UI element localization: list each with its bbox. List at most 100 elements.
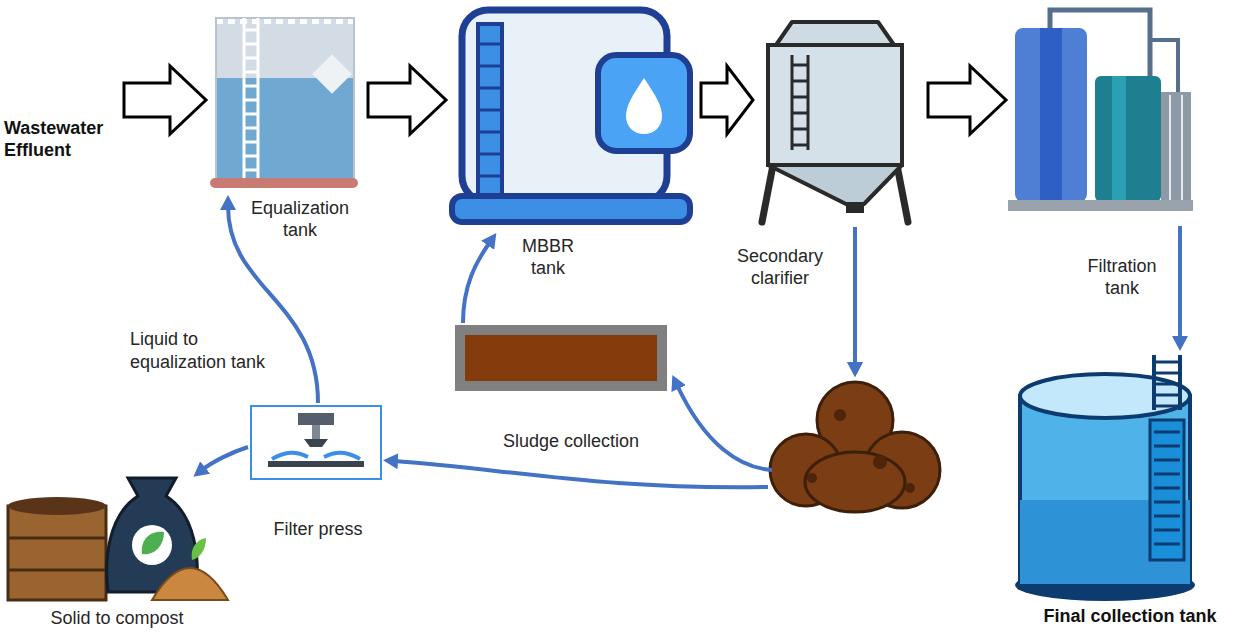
connector-line — [202, 447, 248, 470]
equalization-tank-icon — [216, 78, 354, 180]
compost-icon — [8, 569, 106, 572]
sludge-flow-arrow — [463, 242, 490, 323]
column-stripes — [480, 87, 500, 90]
node-label: Sludge collection — [471, 431, 671, 453]
node-label: Filter press — [258, 519, 378, 541]
filtration-tank-icon — [1181, 95, 1183, 200]
node-label: Wastewater Effluent — [4, 118, 116, 161]
final-collection-tank-icon — [1015, 355, 1195, 601]
final-collection-tank-node: Final collection tank — [1015, 352, 1245, 604]
ladder-rungs — [1154, 529, 1180, 532]
column-stripes — [480, 175, 500, 178]
ladder-rungs — [1154, 361, 1180, 364]
ladder-rungs — [792, 80, 808, 83]
column-stripes — [480, 109, 500, 112]
mbbr-tank-icon — [452, 10, 690, 222]
equalization-tank-icon — [243, 18, 246, 178]
ladder-rungs — [244, 99, 258, 102]
flow-arrow — [124, 66, 206, 134]
secondary-clarifier-icon — [791, 55, 794, 150]
equalization-tank-node: Equalization tank — [208, 12, 360, 190]
sludge-flow-arrow — [202, 447, 248, 470]
final-collection-tank-icon — [1020, 396, 1190, 584]
ladder-rungs — [792, 65, 808, 145]
ladder-rungs — [244, 169, 258, 172]
node-label: Equalization tank — [240, 198, 360, 241]
equalization-tank-icon — [210, 18, 358, 188]
sludge-flow-arrow — [394, 227, 855, 487]
flow-arrow — [928, 66, 1006, 134]
ladder-rungs — [1154, 362, 1180, 544]
filter-press-symbol — [298, 413, 334, 425]
secondary-clarifier-icon — [762, 22, 908, 222]
node-label: Solid to compost — [32, 608, 202, 630]
ladder-rungs — [1154, 459, 1180, 462]
compost-icon — [152, 568, 228, 600]
filtration-tank-icon — [1112, 76, 1126, 202]
column-stripes — [480, 131, 500, 134]
secondary-clarifier-icon — [807, 55, 810, 150]
ladder-rungs — [244, 43, 258, 46]
ladder-rungs — [1154, 487, 1180, 490]
compost-icon — [8, 478, 228, 600]
ladder-rungs — [244, 127, 258, 130]
sludge-collection-box: Sludge collection — [455, 325, 667, 391]
ladder-rungs — [244, 30, 258, 170]
ladder-rungs — [244, 85, 258, 88]
ladder-rungs — [792, 112, 808, 115]
flow-arrow — [368, 66, 446, 134]
mbbr-tank-node: MBBR tank — [448, 4, 693, 230]
connector-line — [463, 242, 490, 323]
sludge-pile-icon — [905, 483, 915, 493]
compost-icon — [8, 497, 106, 515]
compost-icon — [192, 538, 206, 560]
ladder-rungs — [1154, 473, 1180, 476]
ladder-rungs — [792, 64, 808, 67]
ladder-rungs — [1154, 383, 1180, 386]
filter-press-symbol — [252, 407, 380, 478]
mbbr-tank-icon — [478, 24, 502, 198]
mbbr-tank-icon — [462, 10, 667, 202]
secondary-clarifier-icon — [776, 22, 894, 45]
sludge-pile-icon — [873, 455, 887, 469]
connector-line — [853, 227, 857, 366]
filtration-tank-node: Filtration tank — [1008, 4, 1193, 220]
connector-line — [1178, 226, 1182, 340]
ladder-rungs — [244, 57, 258, 60]
node-label: Final collection tank — [1015, 606, 1245, 628]
filter-press-box: Filter press — [250, 405, 382, 480]
sludge-flow-arrow — [677, 227, 855, 470]
ladder-rungs — [244, 113, 258, 116]
column-stripes — [480, 153, 500, 156]
node-label: Filtration tank — [1082, 256, 1162, 299]
equalization-tank-icon — [257, 18, 260, 178]
filtration-tank-icon — [1008, 200, 1193, 211]
hollow-arrow — [701, 66, 753, 134]
ladder-rungs — [1154, 394, 1180, 397]
compost-icon — [8, 506, 106, 600]
node-label: MBBR tank — [513, 236, 583, 279]
sludge-pile-icon — [770, 382, 940, 512]
filtration-tank-icon — [1161, 92, 1191, 202]
filtration-tank-icon — [1169, 95, 1171, 200]
flow-arrow — [701, 66, 753, 134]
ladder-rungs — [244, 141, 258, 144]
compost-icon — [8, 537, 106, 540]
ladder-rungs — [244, 29, 258, 32]
compost-icon — [132, 525, 172, 565]
hollow-arrow — [928, 66, 1006, 134]
ladder-rungs — [792, 128, 808, 131]
equalization-tank-icon — [312, 54, 352, 94]
filtration-tank-icon — [1040, 28, 1062, 202]
hollow-arrow — [124, 66, 206, 134]
ladder-rungs — [792, 144, 808, 147]
connector-line — [677, 385, 772, 470]
filtration-tank-icon — [1095, 76, 1161, 202]
filter-press-symbol — [312, 425, 320, 439]
ladder-rungs — [1154, 431, 1180, 434]
filter-press-symbol — [268, 461, 364, 467]
node-label: Secondary clarifier — [720, 246, 840, 289]
